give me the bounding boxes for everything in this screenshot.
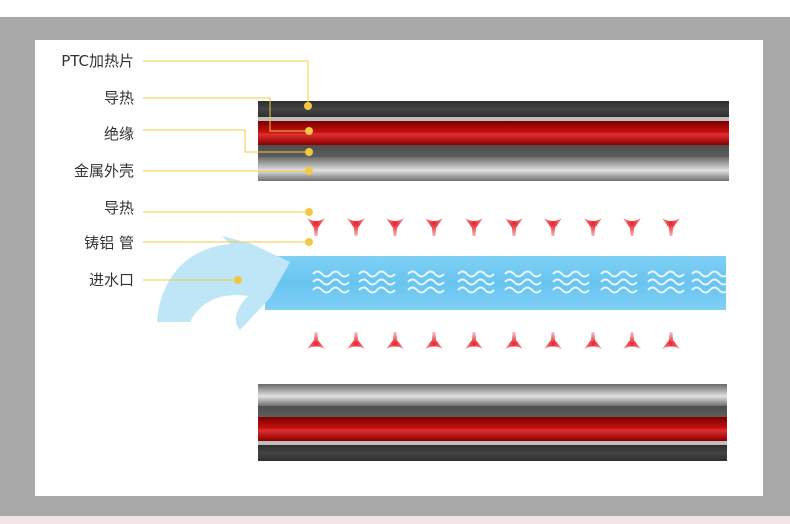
leader-dots — [234, 102, 313, 284]
wave-icon — [407, 270, 445, 294]
label-cast-aluminum-tube: 铸铝 管 — [84, 234, 134, 252]
water-waves — [312, 270, 729, 294]
label-heat-conduction-1: 导热 — [103, 89, 134, 107]
red-downward-arrow-icon — [505, 218, 523, 236]
red-downward-arrow-icon — [347, 218, 365, 236]
red-downward-arrow-icon — [425, 218, 443, 236]
label-water-inlet: 进水口 — [88, 271, 134, 289]
red-upward-arrow-icon — [386, 332, 404, 349]
wave-icon — [600, 270, 638, 294]
red-upward-arrow-icon — [425, 332, 443, 349]
bottom-strip — [0, 516, 790, 524]
dot-heat-conduction-1 — [305, 127, 313, 135]
top-insulation-layer — [258, 145, 729, 157]
wave-icon — [457, 270, 495, 294]
red-upward-arrow-icon — [544, 332, 562, 349]
bottom-metal-shell-layer — [258, 384, 727, 406]
wave-icon — [312, 270, 350, 294]
red-upward-arrow-icon — [347, 332, 365, 349]
heat-arrows-top — [307, 218, 680, 236]
red-upward-arrow-icon — [584, 332, 602, 349]
wave-icon — [647, 270, 685, 294]
leader-line-insulation — [143, 129, 309, 153]
red-downward-arrow-icon — [662, 218, 680, 236]
heat-arrows-bottom — [307, 332, 680, 349]
red-upward-arrow-icon — [505, 332, 523, 349]
red-upward-arrow-icon — [662, 332, 680, 349]
bottom-ptc-heater-layer — [258, 417, 727, 441]
bottom-insulation-layer — [258, 406, 727, 417]
red-downward-arrow-icon — [465, 218, 483, 236]
top-separator — [258, 117, 729, 121]
dot-ptc — [304, 102, 312, 110]
top-heat-conduction-layer — [258, 101, 729, 117]
bottom-heat-conduction-layer — [258, 445, 727, 461]
dot-water-inlet — [234, 276, 242, 284]
dot-cast-aluminum — [305, 238, 313, 246]
top-strip — [0, 0, 790, 17]
label-metal-shell: 金属外壳 — [73, 162, 134, 180]
red-downward-arrow-icon — [623, 218, 641, 236]
label-heat-conduction-2: 导热 — [103, 199, 134, 217]
leader-line-ptc — [143, 60, 309, 106]
top-metal-shell-layer — [258, 157, 729, 181]
dot-heat-conduction-2 — [305, 208, 313, 216]
leader-line-heat-conduction-1 — [143, 97, 309, 132]
curved-inflow-arrow-icon — [157, 236, 290, 330]
bottom-separator — [258, 441, 727, 445]
dot-metal-shell — [305, 167, 313, 175]
dot-insulation — [305, 148, 313, 156]
red-upward-arrow-icon — [307, 332, 325, 349]
red-downward-arrow-icon — [307, 218, 325, 236]
wave-icon — [691, 270, 729, 294]
label-ptc-heater: PTC加热片 — [61, 52, 134, 70]
leader-lines — [143, 60, 309, 281]
red-upward-arrow-icon — [465, 332, 483, 349]
red-downward-arrow-icon — [386, 218, 404, 236]
red-downward-arrow-icon — [544, 218, 562, 236]
wave-icon — [504, 270, 542, 294]
label-insulation: 绝缘 — [103, 125, 134, 143]
wave-icon — [552, 270, 590, 294]
red-upward-arrow-icon — [623, 332, 641, 349]
red-downward-arrow-icon — [584, 218, 602, 236]
top-ptc-heater-layer — [258, 121, 729, 145]
wave-icon — [358, 270, 396, 294]
